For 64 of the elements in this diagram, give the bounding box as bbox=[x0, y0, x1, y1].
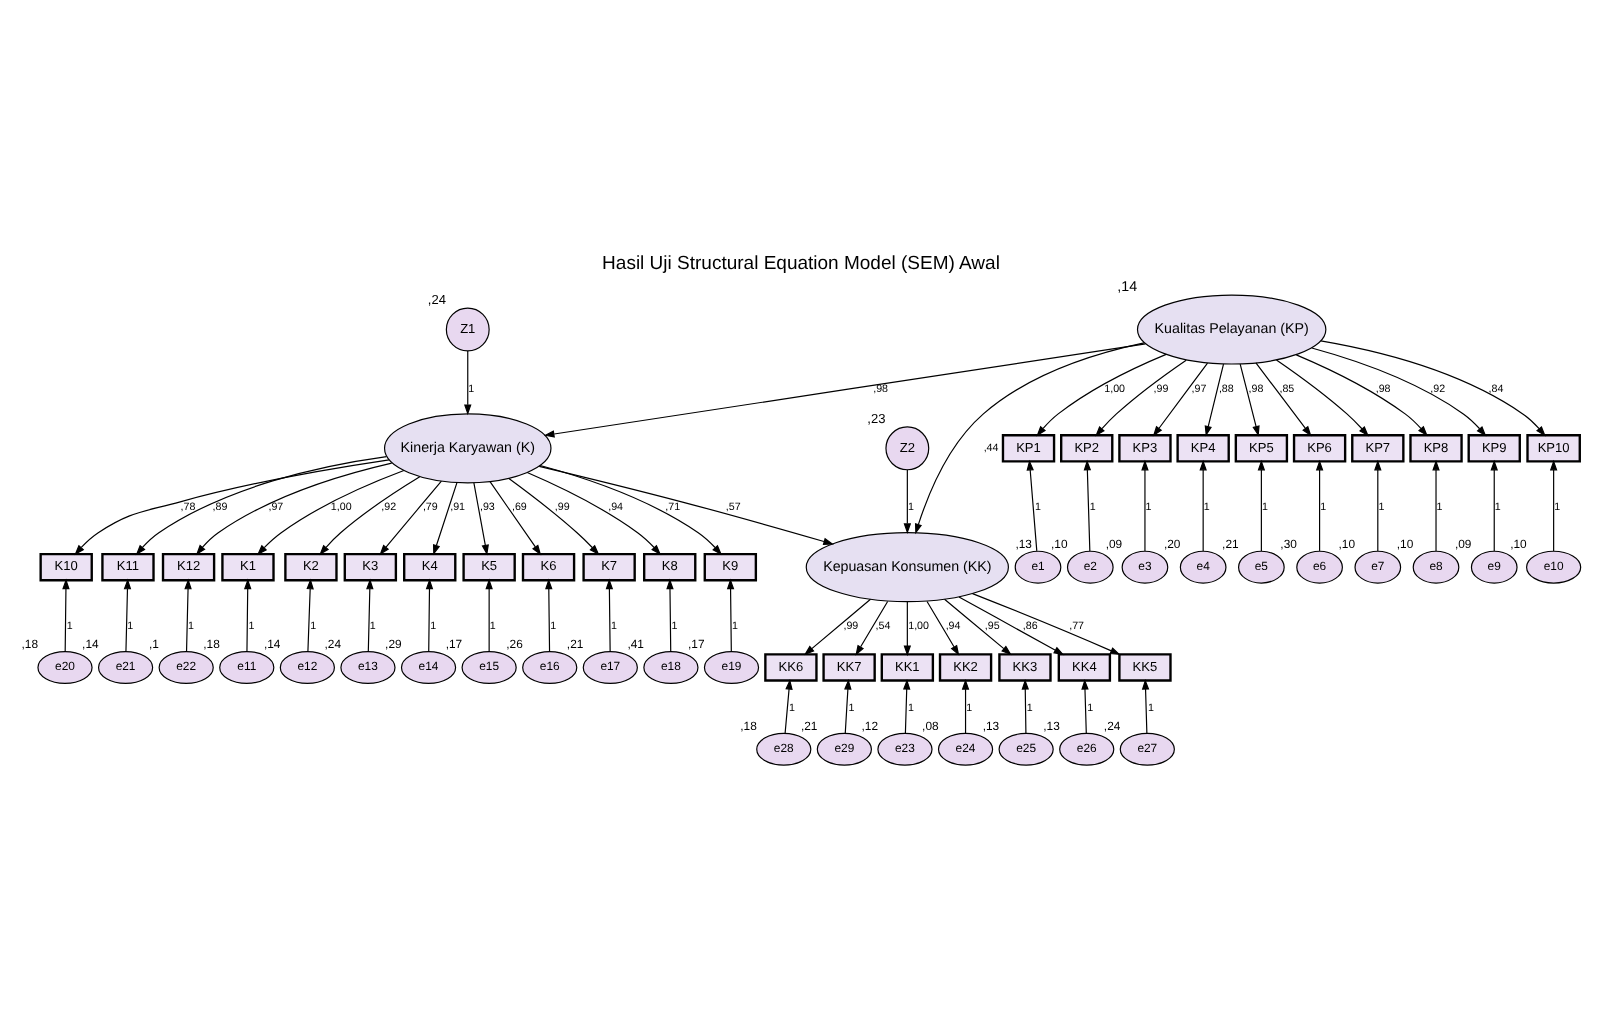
arrow bbox=[489, 480, 542, 555]
arrow bbox=[1432, 458, 1440, 551]
arrow bbox=[971, 591, 1121, 654]
arrow bbox=[1152, 361, 1209, 436]
arrow bbox=[74, 458, 390, 555]
arrow bbox=[473, 481, 489, 555]
arrow bbox=[257, 468, 405, 555]
arrow bbox=[1021, 677, 1029, 733]
arrow bbox=[605, 577, 614, 651]
arrow bbox=[539, 463, 723, 555]
arrow bbox=[903, 600, 912, 656]
arrow bbox=[926, 599, 960, 655]
arrow bbox=[803, 597, 872, 655]
arrow bbox=[135, 455, 388, 555]
arrow bbox=[195, 461, 393, 555]
arrow bbox=[914, 341, 1145, 534]
arrow bbox=[545, 577, 553, 651]
arrow bbox=[1275, 358, 1369, 436]
arrow bbox=[1549, 458, 1558, 551]
arrow bbox=[1141, 458, 1149, 551]
arrow bbox=[1095, 358, 1187, 436]
arrow bbox=[943, 597, 1012, 655]
diagram-title: Hasil Uji Structural Equation Model (SEM) Awal bbox=[602, 251, 1000, 274]
arrow bbox=[903, 468, 912, 534]
arrow bbox=[433, 481, 458, 555]
arrow bbox=[1295, 353, 1428, 436]
arrow bbox=[1255, 361, 1312, 436]
arrow bbox=[726, 577, 735, 651]
arrow bbox=[1141, 677, 1150, 733]
arrow bbox=[1083, 458, 1092, 551]
arrow bbox=[425, 577, 434, 651]
arrow bbox=[366, 577, 374, 651]
arrow bbox=[538, 464, 835, 544]
arrow bbox=[1081, 677, 1089, 733]
arrow bbox=[243, 577, 252, 651]
arrow bbox=[1311, 346, 1487, 436]
arrow bbox=[508, 476, 600, 555]
arrow bbox=[666, 577, 674, 651]
arrow bbox=[1490, 458, 1498, 551]
arrow bbox=[485, 577, 493, 651]
arrow bbox=[902, 677, 911, 733]
arrow bbox=[543, 342, 1147, 437]
arrow bbox=[1199, 458, 1207, 551]
arrow bbox=[1026, 458, 1038, 551]
arrow bbox=[526, 470, 662, 555]
arrow bbox=[844, 677, 852, 733]
arrow bbox=[62, 577, 70, 651]
arrow bbox=[184, 577, 192, 651]
arrow bbox=[319, 475, 421, 555]
arrow bbox=[1374, 458, 1382, 551]
arrow bbox=[855, 599, 889, 655]
arrow bbox=[379, 479, 442, 555]
arrow bbox=[1239, 362, 1260, 436]
arrow bbox=[784, 677, 793, 733]
arrow bbox=[1320, 339, 1546, 436]
arrow bbox=[306, 577, 314, 651]
arrow bbox=[1036, 352, 1167, 436]
arrow bbox=[123, 577, 132, 651]
arrow bbox=[1315, 458, 1324, 551]
arrow bbox=[961, 677, 970, 733]
arrow bbox=[1257, 458, 1266, 551]
arrow bbox=[958, 595, 1065, 655]
arrow bbox=[464, 349, 472, 415]
arrow bbox=[1204, 362, 1225, 436]
